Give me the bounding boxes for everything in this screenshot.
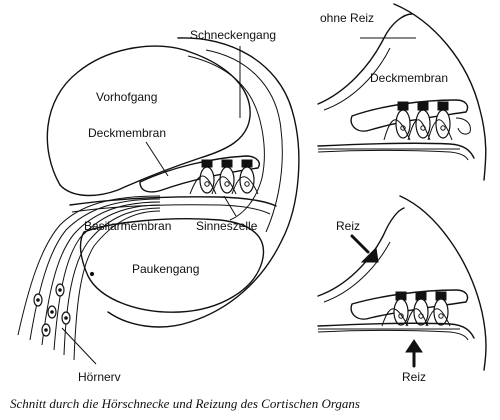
sinneszellen-ohne-reiz	[383, 101, 471, 141]
label-sinneszelle: Sinneszelle	[196, 219, 258, 233]
paukengang-chamber	[79, 218, 265, 313]
label-deckmembran-right: Deckmembran	[370, 71, 448, 85]
main-cross-section	[17, 37, 300, 365]
reiz-arrow-bottom	[405, 339, 423, 368]
paukengang-marker	[89, 271, 95, 277]
hoernerv-pointer	[61, 327, 97, 365]
sinneszellen-left	[189, 159, 259, 195]
outer-cochlea-wall	[107, 37, 300, 328]
label-reiz-bottom: Reiz	[402, 370, 426, 384]
deckmembran-right	[350, 99, 469, 132]
ganglion-cells	[33, 283, 71, 337]
reiz-outer-wall	[399, 195, 487, 371]
ohne-reiz-reissner	[317, 13, 413, 105]
reiz-reissner-inner	[323, 241, 391, 303]
deckmembran-reiz	[350, 289, 469, 320]
deckmembran-left-pointer	[145, 141, 169, 177]
label-paukengang: Paukengang	[132, 262, 199, 276]
reiz-basilar-lower	[317, 330, 469, 341]
label-basilarmembran: Basilarmembran	[84, 219, 171, 233]
sinneszellen-reiz	[381, 291, 451, 327]
label-deckmembran-left: Deckmembran	[88, 126, 166, 140]
figure-caption: Schnitt durch die Hörschnecke und Reizun…	[10, 396, 360, 411]
label-vorhofgang: Vorhofgang	[96, 90, 157, 104]
basilarmembran-left-lower	[71, 204, 271, 215]
label-ohne-reiz: ohne Reiz	[320, 11, 374, 25]
ohne-reiz-reissner-inner	[323, 47, 391, 111]
ohne-reiz-outer-wall	[393, 3, 487, 181]
sinneszelle-pointer	[223, 195, 237, 217]
reiz-reissner	[317, 207, 405, 297]
vorhofgang-chamber	[46, 45, 251, 197]
label-hoernerv: Hörnerv	[78, 370, 121, 384]
deckmembran-left	[139, 155, 260, 193]
reiz-arrow-top	[350, 234, 379, 263]
label-schneckengang: Schneckengang	[190, 28, 276, 42]
schneckengang-chamber	[187, 55, 265, 221]
panel-reiz	[317, 195, 487, 371]
reiz-basilar	[317, 322, 475, 339]
ohne-reiz-basilar-lower	[317, 150, 469, 161]
panel-ohne-reiz	[317, 3, 487, 181]
label-reiz-top: Reiz	[336, 219, 360, 233]
ohne-reiz-basilar	[317, 142, 475, 159]
